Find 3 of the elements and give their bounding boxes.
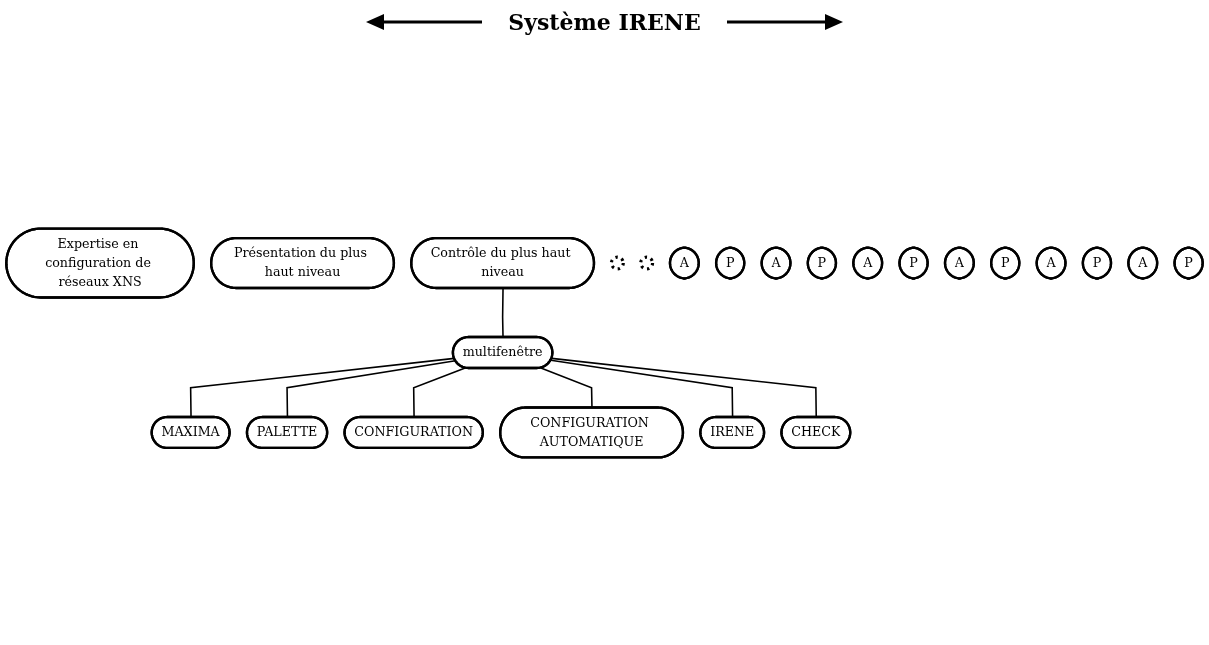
node-circle [639, 255, 655, 271]
diagram-title: Système IRENE [508, 9, 701, 35]
node-circle [609, 255, 625, 271]
